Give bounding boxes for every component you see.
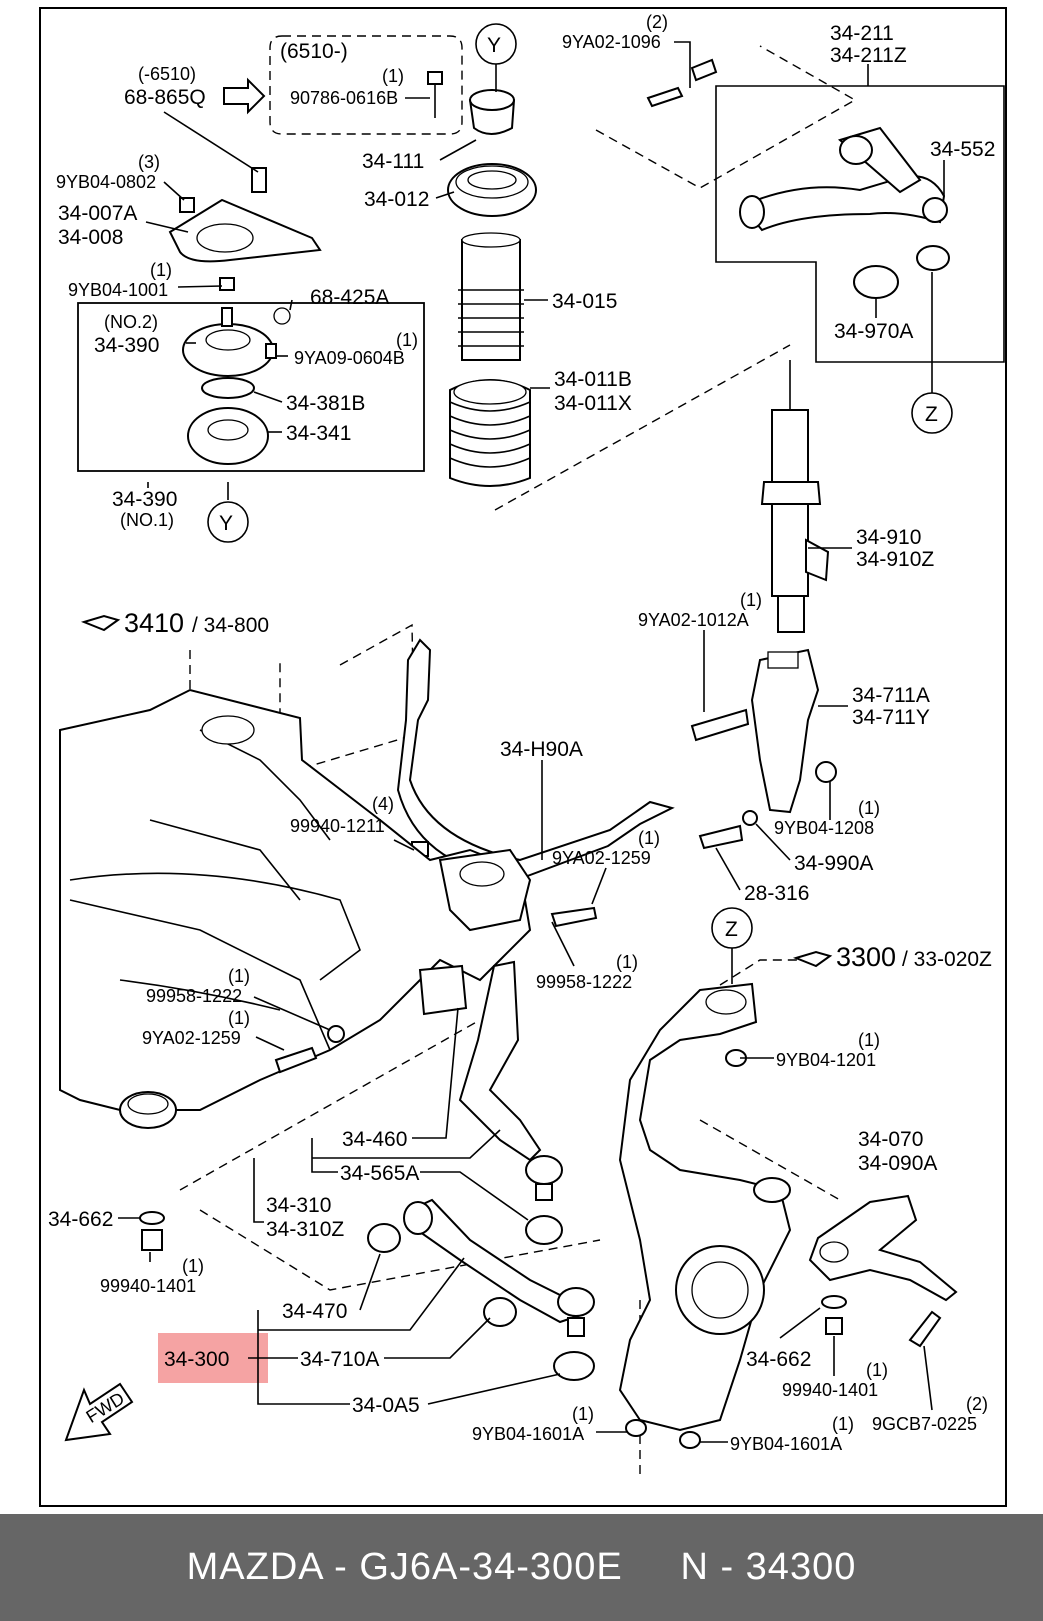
part-number-label: 34-015 (552, 290, 617, 313)
circle-letter: Y (487, 34, 501, 57)
section-reference: / 34-800 (192, 614, 269, 637)
arrow-icon (223, 77, 266, 115)
part-number-label: 34-390 (112, 488, 177, 511)
part-number-label: 34-711Y (852, 706, 930, 729)
part-number-label: 9YB04-0802 (56, 172, 156, 192)
footer-part-text: MAZDA - GJ6A-34-300E N - 34300 (186, 1546, 857, 1588)
upper-arm-box (715, 85, 1005, 363)
part-number-label: 9YA09-0604B (294, 348, 405, 368)
quantity-label: (3) (138, 152, 160, 172)
part-number-label: 9YB04-1601A (730, 1434, 842, 1454)
part-number-label: 68-865Q (124, 86, 206, 109)
part-number-label: 34-012 (364, 188, 429, 211)
part-number-label: 34-662 (48, 1208, 113, 1231)
label: (6510-) (280, 40, 348, 63)
quantity-label: (1) (616, 952, 638, 972)
part-number-label: 34-390 (94, 334, 159, 357)
part-number-label: 99958-1222 (536, 972, 632, 992)
section-reference: / 33-020Z (902, 948, 992, 971)
section-reference: 3300 (836, 942, 896, 972)
part-number-label: 34-008 (58, 226, 123, 249)
part-number-label: 34-711A (852, 684, 930, 707)
part-number-label: 9YA02-1096 (562, 32, 661, 52)
part-number-label: 34-910Z (856, 548, 934, 571)
part-number-label: 34-970A (834, 320, 913, 343)
quantity-label: (1) (150, 260, 172, 280)
part-number-label: 34-341 (286, 422, 351, 445)
pointer-icon (792, 950, 833, 968)
circle-letter: Z (925, 403, 938, 426)
part-number-label: 34-H90A (500, 738, 583, 761)
quantity-label: (2) (646, 12, 668, 32)
label: (NO.1) (120, 510, 174, 530)
quantity-label: (1) (858, 798, 880, 818)
part-number-label: 34-910 (856, 526, 921, 549)
part-number-label: 34-090A (858, 1152, 937, 1175)
part-number-label: 28-316 (744, 882, 809, 905)
part-number-label: 99940-1401 (100, 1276, 196, 1296)
part-number-label: 34-011B (554, 368, 632, 391)
quantity-label: (1) (182, 1256, 204, 1276)
part-number-label: 9YA02-1259 (552, 848, 651, 868)
part-number-label: 99940-1211 (290, 816, 385, 836)
part-number-label: 9YB04-1201 (776, 1050, 876, 1070)
part-number-label: 9YA02-1012A (638, 610, 749, 630)
label: (-6510) (138, 64, 196, 84)
part-number-label: 34-211 (830, 22, 894, 45)
part-number-label: 9GCB7-0225 (872, 1414, 977, 1434)
part-number-label: 99958-1222 (146, 986, 242, 1006)
part-number-label: 9YB04-1001 (68, 280, 168, 300)
part-number-label: 34-310Z (266, 1218, 344, 1241)
part-number-label: 34-070 (858, 1128, 923, 1151)
part-number-label: 34-381B (286, 392, 365, 415)
part-number-label: 34-710A (300, 1348, 379, 1371)
footer-bar: MAZDA - GJ6A-34-300E N - 34300 (0, 1514, 1043, 1621)
part-number-label: 34-007A (58, 202, 137, 225)
label: (NO.2) (104, 312, 158, 332)
parts-diagram: (-6510) 68-865Q (6510-) (1) 90786-0616B … (39, 7, 1007, 1507)
circle-letter: Z (725, 918, 738, 941)
quantity-label: (1) (858, 1030, 880, 1050)
part-number-label: 68-425A (310, 286, 389, 309)
part-number-label: 99940-1401 (782, 1380, 878, 1400)
part-number-label: 90786-0616B (290, 88, 398, 108)
part-number-label: 34-990A (794, 852, 873, 875)
part-number-label: 34-011X (554, 392, 632, 415)
part-number-label: 34-0A5 (352, 1394, 420, 1417)
part-number-label: 34-460 (342, 1128, 407, 1151)
part-number-label: 9YA02-1259 (142, 1028, 241, 1048)
part-number-label: 9YB04-1601A (472, 1424, 584, 1444)
part-number-label: 34-211Z (830, 44, 907, 67)
section-reference: 3410 (124, 608, 184, 638)
quantity-label: (1) (832, 1414, 854, 1434)
quantity-label: (1) (740, 590, 762, 610)
quantity-label: (1) (382, 66, 404, 86)
pointer-icon (80, 614, 121, 632)
quantity-label: (1) (396, 330, 418, 350)
diagram-frame (39, 7, 1007, 1507)
part-number-label: 34-310 (266, 1194, 331, 1217)
part-number-label: 34-565A (340, 1162, 419, 1185)
quantity-label: (1) (228, 966, 250, 986)
part-number-label: 34-662 (746, 1348, 811, 1371)
mount-group-box (77, 302, 425, 472)
part-number-label: 34-470 (282, 1300, 347, 1323)
quantity-label: (2) (966, 1394, 988, 1414)
part-labels: (-6510) 68-865Q (6510-) (1) 90786-0616B … (48, 12, 995, 1454)
part-number-label: 34-111 (362, 150, 424, 173)
quantity-label: (1) (228, 1008, 250, 1028)
quantity-label: (1) (572, 1404, 594, 1424)
quantity-label: (4) (372, 794, 394, 814)
quantity-label: (1) (638, 828, 660, 848)
quantity-label: (1) (866, 1360, 888, 1380)
fwd-arrow-icon (64, 1382, 134, 1442)
part-number-label: 34-552 (930, 138, 995, 161)
circle-letter: Y (219, 512, 233, 535)
part-number-label: 9YB04-1208 (774, 818, 874, 838)
part-number-label-highlighted: 34-300 (164, 1348, 229, 1371)
